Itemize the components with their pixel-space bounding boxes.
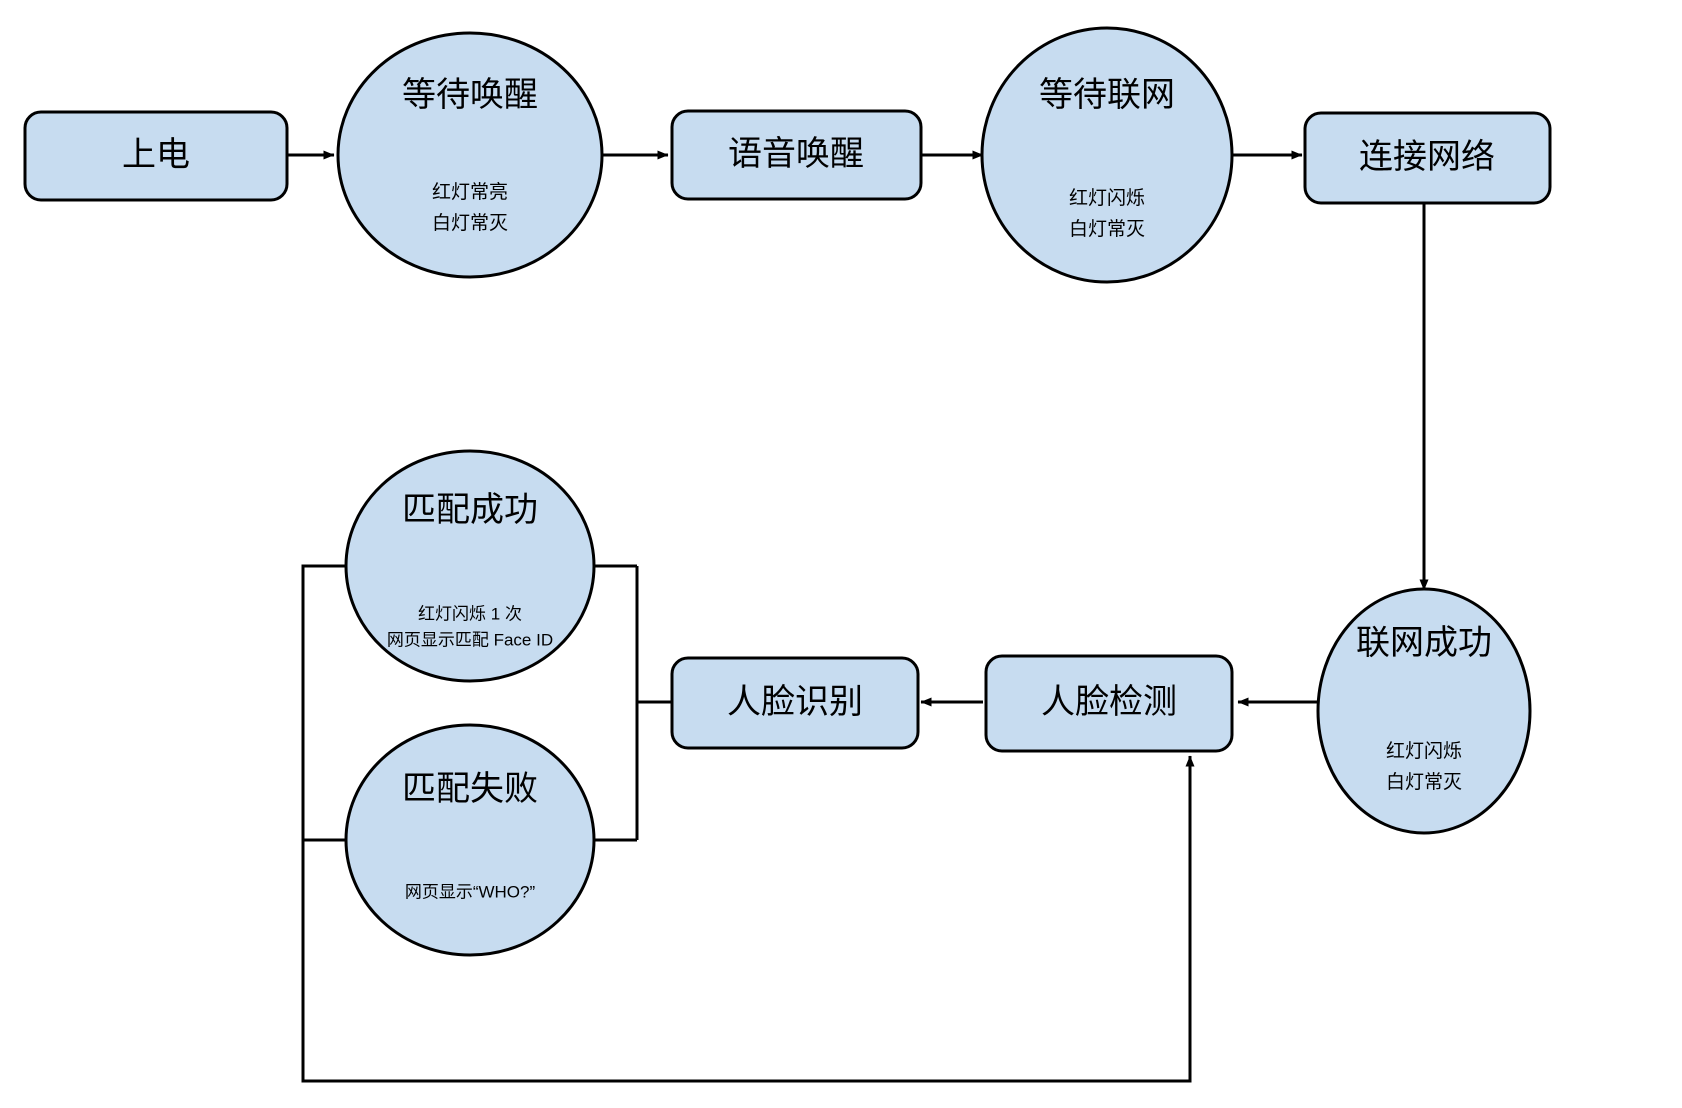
node-match-failure[interactable]: 匹配失败 网页显示“WHO?”: [344, 723, 596, 957]
node-network-success-shape: [1316, 587, 1532, 835]
node-wait-wakeup-label: 等待唤醒: [402, 76, 538, 114]
node-match-success[interactable]: 匹配成功 红灯闪烁 1 次 网页显示匹配 Face ID: [344, 449, 596, 683]
node-connect-network-shape: [1303, 111, 1552, 205]
node-match-failure-sublabel-1: 网页显示“WHO?”: [405, 882, 536, 901]
node-wait-network-shape: [980, 26, 1234, 284]
node-power-on[interactable]: 上电: [23, 110, 289, 202]
node-connect-network[interactable]: 连接网络: [1303, 111, 1552, 205]
node-voice-wakeup-shape: [670, 109, 923, 201]
node-wait-network-sublabel-2: 白灯常灭: [1069, 218, 1145, 240]
node-wait-network[interactable]: 等待联网 红灯闪烁 白灯常灭: [980, 26, 1234, 284]
node-match-success-label: 匹配成功: [402, 491, 538, 529]
node-match-success-sublabel-2: 网页显示匹配 Face ID: [387, 630, 553, 649]
node-match-success-sublabel-1: 红灯闪烁 1 次: [418, 604, 522, 623]
edge-match-results-left-bracket: [301, 564, 348, 842]
edge-face-recognize-branch-bracket: [635, 566, 671, 840]
node-match-success-shape: [344, 449, 596, 683]
node-power-on-shape: [23, 110, 289, 202]
node-network-success-sublabel-1: 红灯闪烁: [1386, 740, 1462, 762]
node-wait-network-sublabel-1: 红灯闪烁: [1069, 187, 1145, 209]
node-network-success[interactable]: 联网成功 红灯闪烁 白灯常灭: [1316, 587, 1532, 835]
node-voice-wakeup[interactable]: 语音唤醒: [670, 109, 923, 201]
node-wait-wakeup-shape: [336, 31, 604, 279]
node-wait-wakeup-sublabel-2: 白灯常灭: [432, 212, 508, 234]
node-power-on-label: 上电: [122, 136, 190, 174]
node-match-failure-label: 匹配失败: [402, 770, 538, 808]
node-face-detect-shape: [984, 654, 1234, 753]
node-face-recognize-shape: [670, 656, 920, 750]
edge-match-failure-feedback-to-face-detect: [301, 755, 1195, 1083]
node-wait-network-label: 等待联网: [1039, 76, 1175, 114]
node-face-recognize[interactable]: 人脸识别: [670, 656, 920, 750]
node-face-detect[interactable]: 人脸检测: [984, 654, 1234, 753]
node-network-success-sublabel-2: 白灯常灭: [1386, 771, 1462, 793]
node-wait-wakeup-sublabel-1: 红灯常亮: [432, 181, 508, 203]
node-network-success-label: 联网成功: [1356, 624, 1492, 662]
node-face-recognize-label: 人脸识别: [727, 683, 863, 721]
node-voice-wakeup-label: 语音唤醒: [728, 135, 864, 173]
node-wait-wakeup[interactable]: 等待唤醒 红灯常亮 白灯常灭: [336, 31, 604, 279]
node-connect-network-label: 连接网络: [1359, 138, 1495, 176]
node-face-detect-label: 人脸检测: [1041, 683, 1177, 721]
node-match-failure-shape: [344, 723, 596, 957]
